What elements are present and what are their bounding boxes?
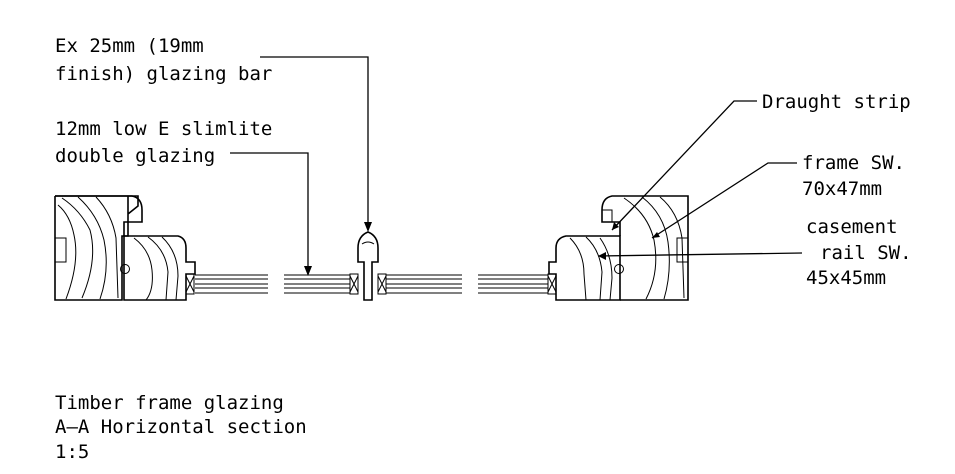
- right-draught-seal: [614, 264, 624, 274]
- label-glazing-bar-line-1: Ex 25mm (19mm: [55, 35, 204, 57]
- glazing-pane-left-break: [284, 273, 359, 295]
- title-scale: 1:5: [55, 441, 89, 463]
- leader-casement: [597, 252, 803, 260]
- title-line-2: A—A Horizontal section: [55, 416, 307, 438]
- right-casement-section: [547, 235, 624, 301]
- leader-glazing-bar: [260, 56, 372, 232]
- label-frame-line-2: 70x47mm: [802, 178, 882, 200]
- left-frame-section: [54, 195, 143, 301]
- left-draught-seal: [120, 264, 130, 274]
- label-frame-line-1: frame SW.: [802, 152, 905, 174]
- label-glazing-bar-line-2: finish) glazing bar: [55, 63, 272, 85]
- label-casement-line-3: 45x45mm: [806, 267, 886, 289]
- glazing-pane-right: [386, 274, 548, 294]
- label-casement-line-2: rail SW.: [820, 242, 912, 264]
- title-line-1: Timber frame glazing: [55, 392, 284, 414]
- glazing-pane-left: [195, 274, 268, 294]
- glazing-bar-section: [357, 231, 387, 301]
- leader-frame: [651, 162, 797, 239]
- label-glazing-line-2: double glazing: [55, 145, 215, 167]
- right-frame-section: [601, 195, 689, 301]
- label-draught-strip: Draught strip: [762, 91, 911, 113]
- left-casement-section: [120, 235, 196, 301]
- label-glazing-line-1: 12mm low E slimlite: [55, 118, 272, 140]
- label-casement-line-1: casement: [806, 216, 898, 238]
- leader-draught-strip: [611, 100, 757, 231]
- leader-glazing: [230, 152, 312, 276]
